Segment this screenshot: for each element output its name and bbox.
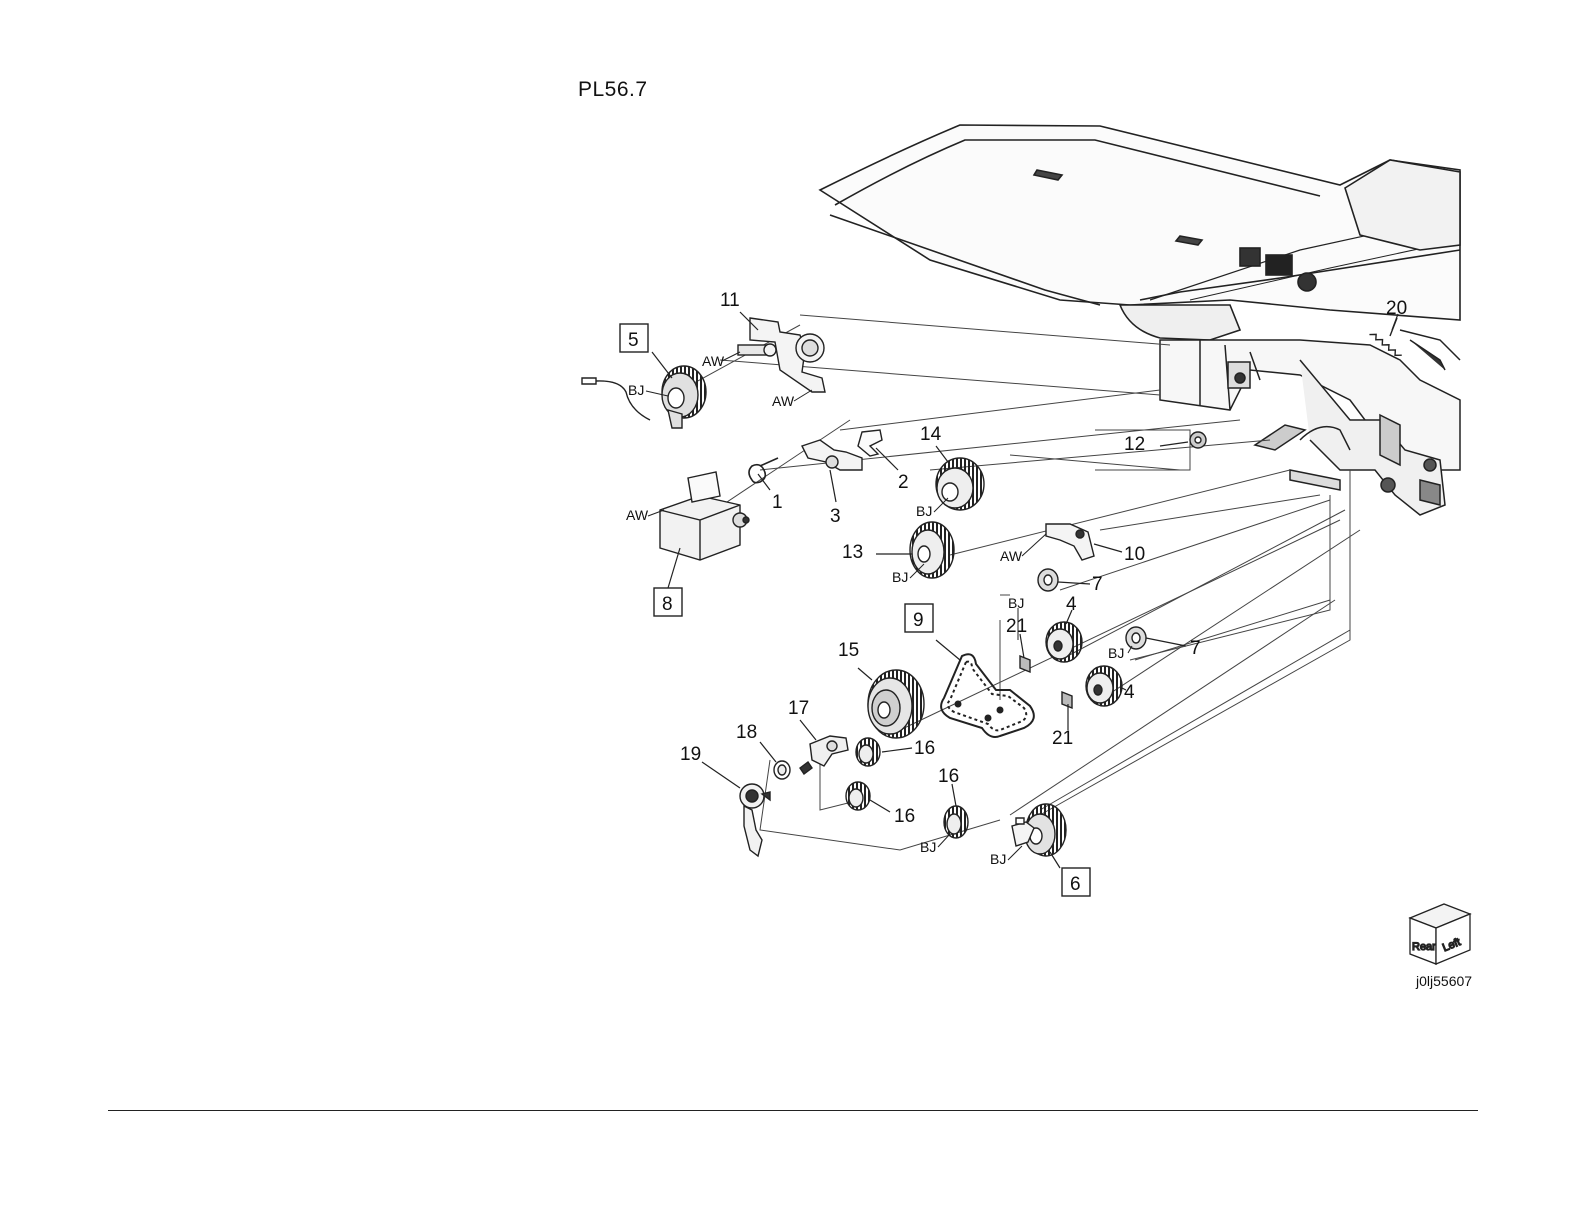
callout-4a: 4 xyxy=(1066,594,1077,615)
callout-18: 18 xyxy=(736,722,757,743)
part-4-rollers xyxy=(1046,622,1122,706)
callout-leaders xyxy=(652,312,1398,868)
part-11-bracket xyxy=(738,318,825,392)
fastener-bj-3: BJ xyxy=(892,569,908,585)
callout-5: 5 xyxy=(628,330,639,351)
part-8-solenoid xyxy=(660,472,749,560)
callout-19: 19 xyxy=(680,744,701,765)
frame-chassis xyxy=(1160,330,1460,515)
cover-assembly xyxy=(820,125,1460,340)
footer-rule xyxy=(108,1110,1478,1111)
callout-16b: 16 xyxy=(894,806,915,827)
callout-6: 6 xyxy=(1070,874,1081,895)
callout-3: 3 xyxy=(830,506,841,527)
callout-16c: 16 xyxy=(938,766,959,787)
callout-9: 9 xyxy=(913,610,924,631)
callout-16a: 16 xyxy=(914,738,935,759)
fastener-bj-6: BJ xyxy=(920,839,936,855)
callout-12: 12 xyxy=(1124,434,1145,455)
callout-8: 8 xyxy=(662,594,673,615)
callout-21a: 21 xyxy=(1006,616,1027,637)
callout-13: 13 xyxy=(842,542,863,563)
fastener-aw-2: AW xyxy=(772,393,795,409)
part-12-bearing xyxy=(1190,432,1206,448)
part-3-lever xyxy=(802,440,862,470)
part-19-actuator xyxy=(740,784,770,856)
figure-id: j0lj55607 xyxy=(1415,973,1472,989)
part-21-clips xyxy=(1020,656,1072,708)
callout-20: 20 xyxy=(1386,298,1407,319)
part-2-clip xyxy=(858,430,882,456)
callout-15: 15 xyxy=(838,640,859,661)
orientation-cube: Rear Left xyxy=(1410,904,1470,964)
callout-11: 11 xyxy=(720,290,740,311)
orientation-rear-label: Rear xyxy=(1412,941,1436,953)
callout-7a: 7 xyxy=(1092,574,1103,595)
callout-17: 17 xyxy=(788,698,809,719)
part-13-gear xyxy=(910,522,954,578)
callout-21b: 21 xyxy=(1052,728,1073,749)
part-18-washer xyxy=(774,761,790,779)
fastener-bj-5: BJ xyxy=(1108,645,1124,661)
fastener-leaders xyxy=(646,352,1132,860)
fastener-bj-7: BJ xyxy=(990,851,1006,867)
part-17-arm xyxy=(800,736,848,774)
callout-2: 2 xyxy=(898,472,909,493)
callout-1: 1 xyxy=(772,492,783,513)
fastener-bj-1: BJ xyxy=(628,382,644,398)
fastener-aw-3: AW xyxy=(626,507,649,523)
fastener-bj-2: BJ xyxy=(916,503,932,519)
callout-7b: 7 xyxy=(1190,638,1201,659)
fastener-aw-4: AW xyxy=(1000,548,1023,564)
callout-14: 14 xyxy=(920,424,942,445)
fastener-bj-4: BJ xyxy=(1008,595,1024,611)
part-10-bracket xyxy=(1046,524,1094,560)
fastener-aw-1: AW xyxy=(702,353,725,369)
part-15-gear xyxy=(868,670,924,738)
callout-4b: 4 xyxy=(1124,682,1135,703)
callout-10: 10 xyxy=(1124,544,1145,565)
